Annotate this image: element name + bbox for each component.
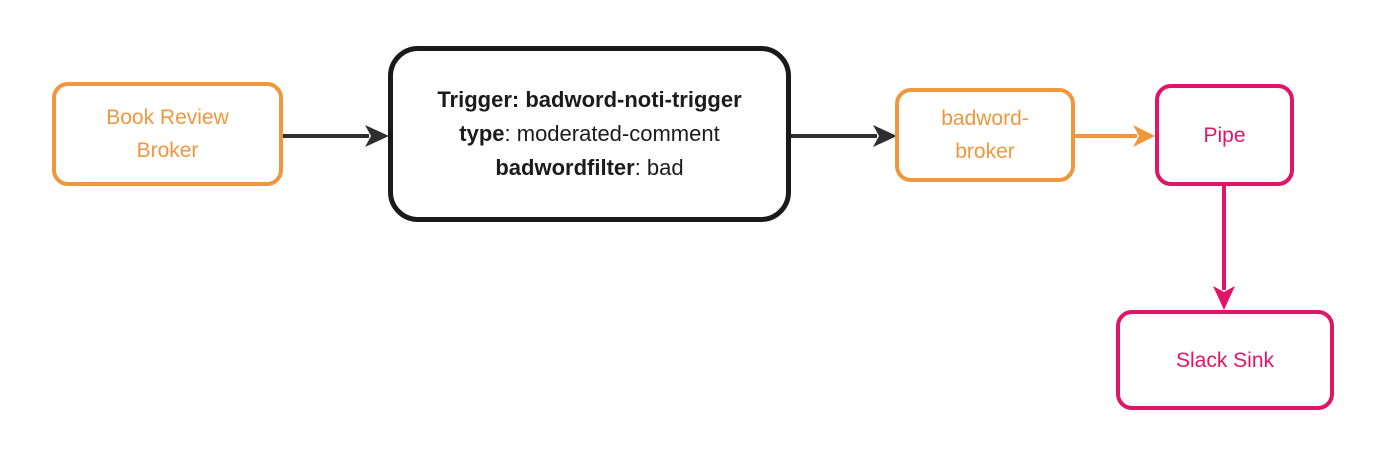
node-book-review-broker-label-line1: Book Review	[106, 106, 229, 129]
node-trigger: Trigger: badword-noti-trigger type: mode…	[388, 46, 791, 222]
node-badword-broker-label-line1: badword-	[941, 107, 1029, 130]
trigger-line2: type: moderated-comment	[459, 117, 719, 151]
node-pipe-label: Pipe	[1203, 123, 1246, 147]
node-slack-sink-label: Slack Sink	[1175, 348, 1275, 372]
node-badword-broker: badword- broker	[895, 88, 1075, 182]
node-pipe: Pipe	[1155, 84, 1294, 186]
arrow-trigger-to-badword	[791, 125, 897, 147]
trigger-line2-key: type	[459, 121, 505, 146]
node-book-review-broker: Book Review Broker	[52, 82, 283, 186]
node-slack-sink: Slack Sink	[1116, 310, 1334, 410]
node-badword-broker-label-line2: broker	[955, 140, 1015, 163]
arrow-badword-to-pipe	[1075, 125, 1155, 147]
arrow-broker-to-trigger	[283, 125, 389, 147]
trigger-line1: Trigger: badword-noti-trigger	[437, 87, 742, 112]
trigger-line3: badwordfilter: bad	[495, 151, 683, 185]
trigger-line2-rest: : moderated-comment	[504, 121, 720, 146]
trigger-line3-rest: : bad	[634, 155, 684, 180]
trigger-line3-key: badwordfilter	[495, 155, 635, 180]
node-book-review-broker-label-line2: Broker	[136, 139, 199, 162]
arrow-pipe-to-slack	[1213, 186, 1235, 310]
